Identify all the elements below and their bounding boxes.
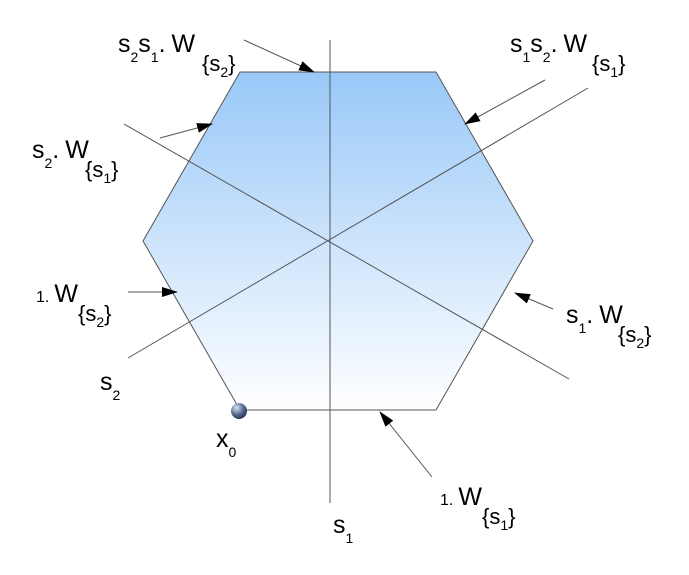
face-s1-w: W [599, 301, 623, 329]
face-one-bottom-one: 1 [440, 492, 449, 509]
base-point [231, 403, 247, 419]
face-s2s1-sub-b: 1 [150, 49, 159, 65]
face-one-left-w: W [54, 280, 78, 308]
face-s2s1-subscript-text: {s [202, 51, 221, 76]
face-s2s1-w: W [171, 30, 196, 58]
face-s2s1-dot: . [158, 30, 166, 58]
arrow-s2s1 [243, 39, 315, 73]
face-s1s2-s-b: s [530, 30, 543, 58]
face-label-s1s2: s1s2.W {s1} [510, 30, 626, 80]
face-s2s1-subscript: {s2} [202, 51, 236, 80]
label-x0-sub: 0 [228, 444, 237, 460]
arrow-one-bottom [379, 411, 433, 478]
label-x0: x0 [216, 425, 236, 460]
face-one-bottom-subscript: {s1} [482, 504, 516, 533]
label-x0-main: x [216, 425, 229, 453]
face-label-s2s1: s2s1.W {s2} [118, 30, 236, 80]
label-s1-line-sub: 1 [345, 530, 354, 546]
face-s2-sub: 2 [44, 155, 53, 171]
face-s1s2-subscript-text: {s [592, 51, 611, 76]
hexagon-region [142, 71, 534, 411]
face-s2s1-s-a: s [118, 30, 131, 58]
label-s2-line-main: s [100, 368, 113, 396]
face-s2s1-subscript-index: 2 [220, 64, 229, 80]
face-s1-subscript-index: 2 [636, 335, 645, 351]
face-s1-dot: . [586, 301, 594, 329]
face-s2s1-subscript-close: } [228, 51, 236, 76]
face-one-left-subscript-text: {s [78, 301, 97, 326]
face-s1s2-subscript: {s1} [592, 51, 626, 80]
label-s1-line: s1 [333, 511, 353, 546]
face-s1-subscript-text: {s [618, 322, 637, 347]
arrow-s2 [159, 123, 213, 139]
face-s1s2-s-a: s [510, 30, 523, 58]
face-one-left-dot: . [44, 289, 50, 306]
face-s1s2-subscript-index: 1 [610, 64, 619, 80]
face-one-bottom-subscript-text: {s [482, 504, 501, 529]
face-s1s2-dot: . [550, 30, 558, 58]
face-one-left-subscript-close: } [104, 301, 112, 326]
face-s2-subscript-text: {s [85, 157, 104, 182]
face-s1s2-subscript-close: } [618, 51, 626, 76]
face-s1-sub: 1 [578, 320, 587, 336]
face-label-s2: s2.W {s1} [32, 136, 119, 186]
face-one-bottom-subscript-close: } [508, 504, 516, 529]
face-s2s1-s-b: s [138, 30, 151, 58]
arrow-s1s2 [464, 79, 546, 125]
label-s2-line: s2 [100, 368, 120, 403]
face-s2-dot: . [52, 136, 60, 164]
face-one-bottom-subscript-index: 1 [500, 517, 509, 533]
face-s1s2-sub-a: 1 [522, 49, 531, 65]
face-s1-s: s [566, 301, 579, 329]
face-s1-subscript: {s2} [618, 322, 652, 351]
reflection-line-s2 [127, 87, 589, 359]
face-s2-s: s [32, 136, 45, 164]
face-label-s1: s1.W {s2} [566, 301, 652, 351]
face-s1s2-sub-b: 2 [542, 49, 551, 65]
face-one-left-subscript: {s2} [78, 301, 112, 330]
reflection-line-third [123, 123, 570, 380]
face-label-one-bottom: 1.W {s1} [440, 483, 516, 533]
face-s1s2-w: W [563, 30, 588, 58]
face-s2-subscript-index: 1 [103, 170, 112, 186]
face-one-bottom-dot: . [448, 492, 454, 509]
face-one-left-one: 1 [36, 289, 45, 306]
face-s2s1-sub-a: 2 [130, 49, 139, 65]
face-one-bottom-w: W [458, 483, 482, 511]
face-s2-subscript-close: } [111, 157, 119, 182]
face-s2-w: W [65, 136, 89, 164]
face-one-left-subscript-index: 2 [96, 314, 105, 330]
arrow-s1 [514, 292, 554, 310]
face-s1-subscript-close: } [644, 322, 652, 347]
face-s2-subscript: {s1} [85, 157, 119, 186]
label-s1-line-main: s [333, 511, 346, 539]
face-label-one-left: 1.W {s2} [36, 280, 112, 330]
label-s2-line-sub: 2 [112, 387, 121, 403]
